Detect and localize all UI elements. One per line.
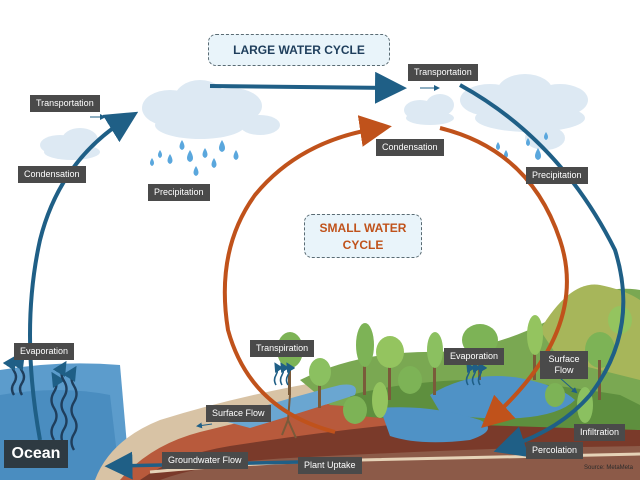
evaporation-waves-ocean xyxy=(2,355,78,451)
label-precipitation-left: Precipitation xyxy=(148,184,210,201)
small-water-cycle-title: SMALL WATER CYCLE xyxy=(304,214,422,258)
label-groundwater-flow: Groundwater Flow xyxy=(162,452,248,469)
label-percolation: Percolation xyxy=(526,442,584,459)
minor-flow-arrows xyxy=(90,85,578,429)
label-surface-flow-right-line2: Flow xyxy=(554,365,574,375)
source-credit: Source: MetaMeta xyxy=(584,465,634,471)
small-cycle-arrows xyxy=(222,115,569,434)
small-water-cycle-title-line1: SMALL WATER xyxy=(319,221,407,235)
label-transportation-left: Transportation xyxy=(30,95,100,112)
label-transpiration: Transpiration xyxy=(250,340,315,357)
label-infiltration: Infiltration xyxy=(574,424,626,441)
label-transportation-right: Transportation xyxy=(408,64,478,81)
label-precipitation-right: Precipitation xyxy=(526,167,588,184)
label-evaporation-ocean: Evaporation xyxy=(14,343,75,360)
label-surface-flow-right-line1: Surface xyxy=(548,354,580,364)
transpiration-waves xyxy=(273,362,296,386)
label-evaporation-lake: Evaporation xyxy=(444,348,505,365)
large-water-cycle-title: LARGE WATER CYCLE xyxy=(208,34,390,66)
evaporation-waves-lake xyxy=(465,362,488,386)
label-surface-flow-left: Surface Flow xyxy=(206,405,271,422)
label-surface-flow-right: Surface Flow xyxy=(540,351,588,379)
label-condensation-right: Condensation xyxy=(376,139,444,156)
rain-drops-left xyxy=(150,140,239,176)
clouds xyxy=(40,74,588,160)
label-ocean: Ocean xyxy=(4,440,68,468)
label-plant-uptake: Plant Uptake xyxy=(298,457,362,474)
label-condensation-left: Condensation xyxy=(18,166,86,183)
small-water-cycle-title-line2: CYCLE xyxy=(342,238,384,252)
rain-drops-right xyxy=(496,132,548,160)
